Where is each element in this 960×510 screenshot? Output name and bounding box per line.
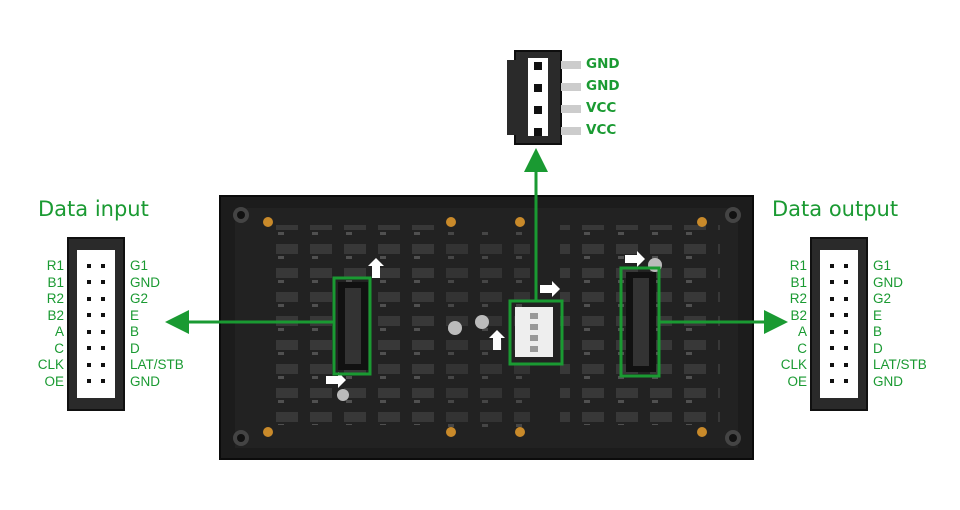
pin-label: E [873,307,883,323]
pin-label: B1 [790,274,807,290]
onboard-output-header [626,272,656,372]
pin-label: E [130,307,140,323]
pin-label: CLK [780,357,807,372]
input-highlight-box [332,276,372,376]
power-pin-3-label: VCC [586,100,617,116]
pin-label: GND [873,274,903,290]
power-connector-diagram [507,50,581,145]
power-pin-1-label: GND [586,56,620,72]
input-header-diagram [67,237,125,411]
pin-label: B1 [47,274,64,290]
led-panel-board [219,195,754,460]
onboard-power-connector [515,307,553,357]
pin-label: R2 [46,291,64,306]
pin-label: D [130,340,140,356]
pin-label: GND [130,274,160,290]
pin-label: C [797,340,807,356]
output-right-pin-labels: G1 GND G2 E B D LAT/STB GND [873,258,927,390]
pin-label: B2 [47,307,64,323]
pin-label: A [797,324,807,339]
power-pin-2-label: GND [586,78,620,94]
pin-label: G2 [873,291,892,306]
pin-label: R1 [789,258,807,273]
data-output-title: Data output [772,197,899,221]
pin-label: G1 [130,258,149,273]
pin-label: B2 [790,307,807,323]
pin-label: LAT/STB [130,357,184,372]
pin-label: R2 [789,291,807,306]
pin-label: A [54,324,64,339]
input-right-pin-labels: G1 GND G2 E B D LAT/STB GND [130,258,184,390]
pin-label: OE [44,373,64,389]
power-pin-4-label: VCC [586,122,617,138]
output-header-diagram [810,237,868,411]
pin-label: GND [130,373,160,389]
data-input-title: Data input [38,197,149,221]
input-left-pin-labels: R1 B1 R2 B2 A C CLK OE [20,258,64,390]
pin-label: LAT/STB [873,357,927,372]
pin-label: B [873,324,883,339]
pin-label: G2 [130,291,149,306]
pin-label: B [130,324,140,339]
onboard-input-header [338,282,368,370]
pin-label: CLK [37,357,64,372]
pin-label: G1 [873,258,892,273]
output-left-pin-labels: R1 B1 R2 B2 A C CLK OE [763,258,807,390]
pin-label: D [873,340,883,356]
pin-label: R1 [46,258,64,273]
pin-label: GND [873,373,903,389]
pin-label: OE [787,373,807,389]
pin-label: C [54,340,64,356]
